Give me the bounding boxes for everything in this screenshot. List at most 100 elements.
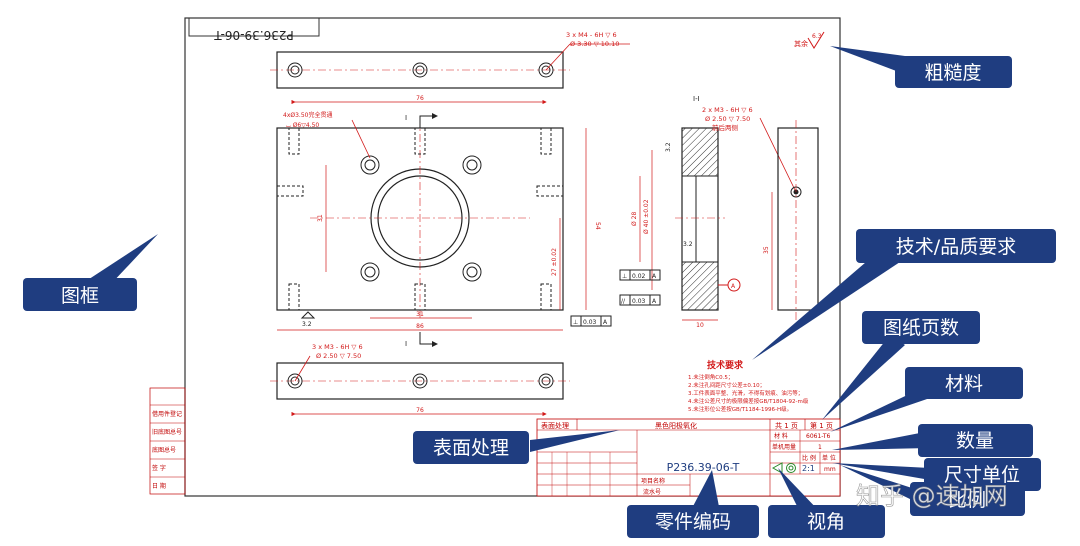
callout-leaders xyxy=(80,46,930,512)
callout-material: 材料 xyxy=(905,367,1023,399)
svg-text://: // xyxy=(621,298,626,305)
callout-quantity: 数量 xyxy=(918,424,1033,457)
svg-text:31: 31 xyxy=(317,214,324,222)
material-value: 6061-T6 xyxy=(806,433,831,440)
side-registration-table: 借用件登记 旧底图总号 底图总号 签 字 日 期 xyxy=(149,387,186,495)
svg-text:Ø 2.50 ▽ 7.50: Ø 2.50 ▽ 7.50 xyxy=(705,115,750,123)
svg-text:零件编码: 零件编码 xyxy=(655,511,731,533)
watermark-text: 知乎 @速加网 xyxy=(856,482,1008,510)
svg-text:31: 31 xyxy=(416,311,424,318)
svg-text:3 x M3 - 6H ▽ 6: 3 x M3 - 6H ▽ 6 xyxy=(312,343,363,351)
surface-treatment-value: 黑色阳极氧化 xyxy=(655,421,697,430)
tech-req-title: 技术要求 xyxy=(707,359,744,371)
callout-page-count: 图纸页数 xyxy=(862,311,980,344)
svg-text:5.未注形位公差按GB/T1184-1996-H级。: 5.未注形位公差按GB/T1184-1996-H级。 xyxy=(688,405,792,413)
callout-part-code: 零件编码 xyxy=(627,505,759,538)
svg-text:前后两侧: 前后两侧 xyxy=(712,123,738,132)
section-view: I-I 3.2 3.2 Ø 28 Ø 40 ±0.02 ⊥ 0.02 A // … xyxy=(619,95,796,329)
svg-text:I: I xyxy=(405,114,407,122)
quantity-label: 单机用量 xyxy=(772,443,796,451)
svg-text:Ø 40 ±0.02: Ø 40 ±0.02 xyxy=(643,199,650,234)
svg-text:3.2: 3.2 xyxy=(302,321,312,328)
unit-value: mm xyxy=(824,466,836,473)
quantity-value: 1 xyxy=(818,444,822,451)
projection-symbol xyxy=(771,462,796,474)
drawing-frame: P236.39-06-T xyxy=(184,17,841,497)
scale-label: 比 例 xyxy=(802,454,816,462)
svg-text:Ø 28: Ø 28 xyxy=(631,212,638,226)
svg-text:86: 86 xyxy=(416,323,424,330)
callout-tech-requirements: 技术/品质要求 xyxy=(856,229,1056,263)
material-label: 材 料 xyxy=(774,432,788,440)
svg-text:其余: 其余 xyxy=(794,39,808,48)
svg-text:日 期: 日 期 xyxy=(152,482,166,490)
svg-text:A: A xyxy=(652,298,657,305)
svg-text:A: A xyxy=(652,273,657,280)
svg-text:35: 35 xyxy=(763,246,770,254)
svg-text:图纸页数: 图纸页数 xyxy=(883,317,959,339)
svg-text:旧底图总号: 旧底图总号 xyxy=(152,428,182,436)
svg-text:Ø 2.50 ▽ 7.50: Ø 2.50 ▽ 7.50 xyxy=(316,352,361,360)
bottom-view-plate: 76 3 x M3 - 6H ▽ 6 Ø 2.50 ▽ 7.50 xyxy=(270,343,570,417)
technical-requirements: 技术要求 1.未注倒角C0.5； 2.未注孔间距尺寸公差±0.10； 3.工件表… xyxy=(688,359,809,413)
mirrored-part-code: P236.39-06-T xyxy=(214,28,294,42)
svg-text:材料: 材料 xyxy=(945,373,983,395)
title-block: 表面处理 黑色阳极氧化 共 1 页 第 1 页 材 料 6061-T6 单机用量… xyxy=(536,418,841,497)
svg-text:I-I: I-I xyxy=(693,95,700,103)
svg-text:54: 54 xyxy=(594,222,601,230)
svg-text:粗糙度: 粗糙度 xyxy=(924,62,981,84)
svg-text:A: A xyxy=(603,319,608,326)
svg-text:27 ±0.02: 27 ±0.02 xyxy=(551,248,558,276)
surface-treatment-label: 表面处理 xyxy=(541,421,569,430)
callout-dimension-unit: 尺寸单位 xyxy=(924,458,1041,491)
svg-text:比例: 比例 xyxy=(948,489,986,511)
callout-view-angle: 视角 xyxy=(768,505,885,538)
svg-text:图框: 图框 xyxy=(61,285,99,307)
side-view: 35 xyxy=(763,120,819,320)
svg-text:10: 10 xyxy=(696,322,704,329)
svg-text:6.3: 6.3 xyxy=(812,33,822,40)
unit-label: 单 位 xyxy=(822,454,836,462)
roughness-symbol: 其余 6.3 xyxy=(794,31,825,49)
svg-text:尺寸单位: 尺寸单位 xyxy=(944,464,1020,486)
svg-text:3 x M4 - 6H ▽ 6: 3 x M4 - 6H ▽ 6 xyxy=(566,31,617,39)
svg-text:签 字: 签 字 xyxy=(152,464,166,472)
part-code-value: P236.39-06-T xyxy=(667,461,740,474)
svg-text:76: 76 xyxy=(416,95,424,102)
svg-text:3.2: 3.2 xyxy=(683,241,693,248)
svg-text:0.03: 0.03 xyxy=(632,298,646,305)
svg-text:视角: 视角 xyxy=(807,511,845,533)
svg-text:76: 76 xyxy=(416,407,424,414)
svg-text:3.2: 3.2 xyxy=(665,142,672,152)
callout-frame: 图框 xyxy=(23,278,137,311)
svg-text:借用件登记: 借用件登记 xyxy=(152,410,182,418)
svg-text:⌴ Ø6▽4.50: ⌴ Ø6▽4.50 xyxy=(286,122,319,129)
callout-roughness: 粗糙度 xyxy=(895,56,1012,88)
svg-text:4.未注公差尺寸的极限偏差按GB/T1804-92-m级: 4.未注公差尺寸的极限偏差按GB/T1804-92-m级 xyxy=(688,397,809,405)
svg-text:表面处理: 表面处理 xyxy=(433,437,509,459)
svg-text:⊥: ⊥ xyxy=(573,319,578,326)
svg-text:0.02: 0.02 xyxy=(632,273,646,280)
callout-surface-treatment: 表面处理 xyxy=(413,431,529,464)
svg-text:1.未注倒角C0.5；: 1.未注倒角C0.5； xyxy=(688,373,733,381)
svg-text:底图总号: 底图总号 xyxy=(152,446,176,454)
svg-text:I: I xyxy=(405,340,407,348)
svg-text:2.未注孔间距尺寸公差±0.10；: 2.未注孔间距尺寸公差±0.10； xyxy=(688,381,765,389)
svg-text:3.工件表面平整、光滑，不得有划痕、油污等；: 3.工件表面平整、光滑，不得有划痕、油污等； xyxy=(688,389,803,397)
svg-text:技术/品质要求: 技术/品质要求 xyxy=(896,236,1016,258)
svg-text:2 x M3 - 6H ▽ 6: 2 x M3 - 6H ▽ 6 xyxy=(702,106,753,114)
serial-number-label: 流水号 xyxy=(643,488,661,496)
svg-text:⊥: ⊥ xyxy=(622,273,627,280)
svg-text:数量: 数量 xyxy=(956,430,994,452)
page-number: 第 1 页 xyxy=(810,421,833,430)
front-view: I I 4xØ3.50完全贯通 ⌴ Ø6▽4.50 54 31 27 ±0.02… xyxy=(276,111,612,348)
svg-text:A: A xyxy=(731,283,736,290)
project-name-label: 项目名称 xyxy=(641,477,665,485)
svg-text:Ø 3.30 ▽ 10.10: Ø 3.30 ▽ 10.10 xyxy=(570,40,619,48)
svg-text:0.03: 0.03 xyxy=(583,319,597,326)
page-count: 共 1 页 xyxy=(775,421,798,430)
top-view-plate: 76 3 x M4 - 6H ▽ 6 Ø 3.30 ▽ 10.10 xyxy=(270,31,630,105)
svg-text:4xØ3.50完全贯通: 4xØ3.50完全贯通 xyxy=(283,111,332,119)
scale-value: 2:1 xyxy=(802,464,815,473)
